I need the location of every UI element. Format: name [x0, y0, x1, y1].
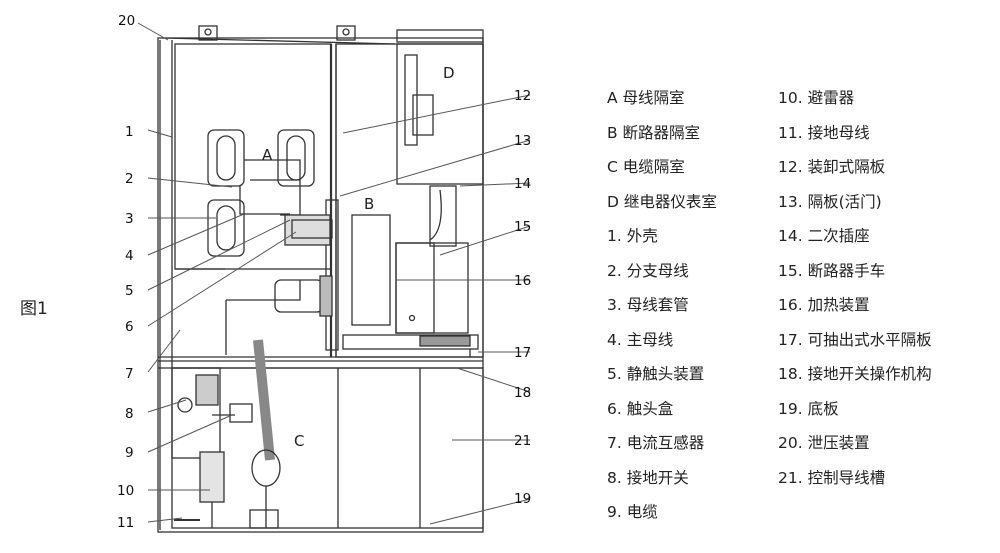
cable-compartment: [171, 339, 484, 529]
legend-left-column: A 母线隔室 B 断路器隔室 C 电缆隔室 D 继电器仪表室 1. 外壳 2. …: [607, 81, 717, 530]
callout-number: 16: [514, 273, 531, 289]
callout-number: 20: [118, 13, 135, 29]
contact-box: [225, 214, 333, 355]
legend-item: D 继电器仪表室: [607, 192, 717, 211]
legend-item: 12. 装卸式隔板: [778, 158, 886, 176]
legend-item: C 电缆隔室: [607, 158, 685, 176]
compartment-letters: A B C D: [262, 64, 455, 450]
callout-number: 21: [514, 433, 531, 449]
callout-number: 17: [514, 345, 531, 361]
legend-item: 17. 可抽出式水平隔板: [778, 330, 932, 349]
room-letter-a: A: [262, 146, 273, 164]
legend-item: 2. 分支母线: [607, 261, 689, 280]
legend-item: 20. 泄压装置: [778, 434, 870, 452]
callout-number: 12: [514, 88, 531, 104]
legend-item: 18. 接地开关操作机构: [778, 365, 932, 383]
callout-number: 18: [514, 385, 531, 401]
legend-item: A 母线隔室: [607, 89, 685, 107]
legend-item: 9. 电缆: [607, 503, 658, 521]
figure-label: 图1: [20, 299, 48, 319]
callout-number: 10: [117, 483, 134, 499]
callout-number: 11: [117, 515, 134, 531]
legend-item: 21. 控制导线槽: [778, 468, 886, 487]
callout-number: 9: [125, 445, 134, 461]
legend-right-column: 10. 避雷器 11. 接地母线 12. 装卸式隔板 13. 隔板(活门) 14…: [778, 81, 932, 495]
callout-number: 8: [125, 406, 134, 422]
legend-item: 3. 母线套管: [607, 296, 689, 314]
callout-number: 7: [125, 366, 134, 382]
legend-item: 10. 避雷器: [778, 89, 855, 107]
legend-item: 7. 电流互感器: [607, 434, 705, 452]
callout-number: 19: [514, 491, 531, 507]
legend-item: 13. 隔板(活门): [778, 192, 882, 211]
legend-item: 11. 接地母线: [778, 123, 870, 142]
pressure-relief-lugs: [164, 25, 484, 45]
callout-leader-lines: [137, 22, 531, 525]
legend-item: 1. 外壳: [607, 227, 658, 245]
legend-item: 4. 主母线: [607, 330, 674, 349]
callout-number: 14: [514, 176, 531, 192]
legend-item: 6. 触头盒: [607, 399, 674, 418]
room-letter-c: C: [294, 432, 304, 450]
legend-item: B 断路器隔室: [607, 123, 701, 142]
legend-item: 5. 静触头装置: [607, 365, 705, 383]
relay-compartment: [396, 43, 484, 247]
legend-item: 16. 加热装置: [778, 296, 870, 314]
legend-item: 19. 底板: [778, 399, 839, 418]
callout-numbers: 20 1 2 3 4 5 6 7 8 9 10 11 12 13 14 15 1…: [117, 13, 531, 531]
callout-number: 3: [125, 211, 134, 227]
callout-number: 2: [125, 171, 134, 187]
legend-item: 15. 断路器手车: [778, 261, 886, 280]
room-letter-d: D: [443, 64, 455, 82]
callout-number: 6: [125, 319, 134, 335]
breaker-compartment: [335, 43, 484, 358]
room-letter-b: B: [364, 195, 374, 213]
legend-item: 8. 接地开关: [607, 468, 689, 487]
callout-number: 4: [125, 248, 134, 264]
callout-number: 15: [514, 219, 531, 235]
callout-number: 1: [125, 124, 134, 140]
legend-item: 14. 二次插座: [778, 227, 870, 245]
callout-number: 5: [125, 283, 134, 299]
callout-number: 13: [514, 133, 531, 149]
